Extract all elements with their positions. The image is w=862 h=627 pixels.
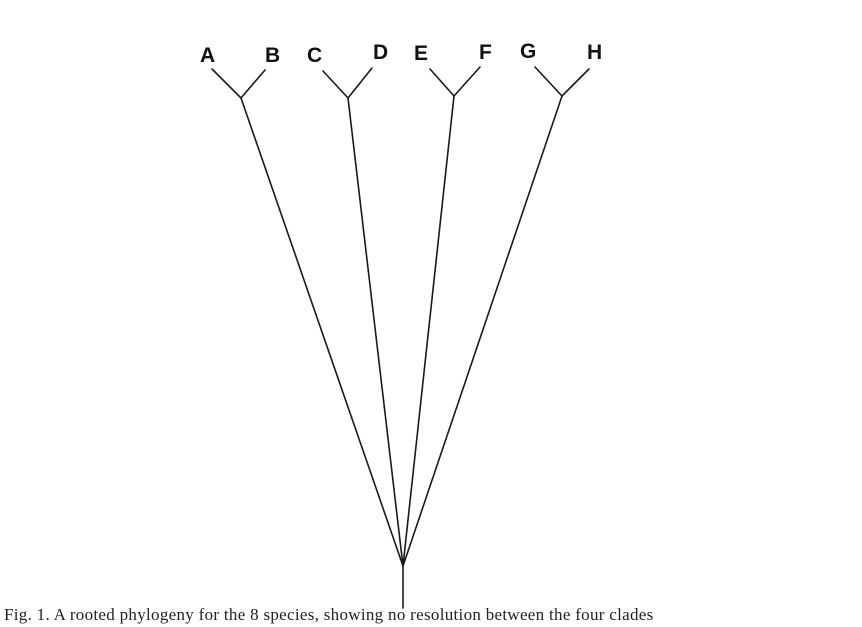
branch-ab: [240, 97, 404, 567]
branch-cd: [347, 97, 404, 567]
tip-label-c: C: [307, 44, 322, 67]
tip-label-e: E: [414, 42, 428, 65]
tip-branch-a: [211, 68, 242, 99]
tip-branch-h: [561, 68, 590, 97]
tip-label-d: D: [373, 41, 388, 64]
caption-fragment: Fig. 1. A rooted phylogeny for the 8 spe…: [4, 605, 654, 624]
tip-branch-d: [347, 67, 373, 99]
tip-branch-g: [534, 66, 563, 97]
tip-label-h: H: [587, 41, 602, 64]
tip-label-f: F: [479, 41, 492, 64]
branch-gh: [402, 95, 563, 567]
tip-branch-e: [429, 68, 455, 97]
tip-branch-f: [453, 66, 481, 97]
tree-edges: [211, 66, 590, 609]
branch-ef: [402, 95, 455, 567]
tip-label-b: B: [265, 44, 280, 67]
tip-labels: A B C D E F G H: [200, 40, 602, 67]
tip-branch-b: [240, 69, 266, 99]
tip-label-a: A: [200, 44, 215, 67]
tip-label-g: G: [520, 40, 536, 63]
tip-branch-c: [322, 70, 349, 99]
